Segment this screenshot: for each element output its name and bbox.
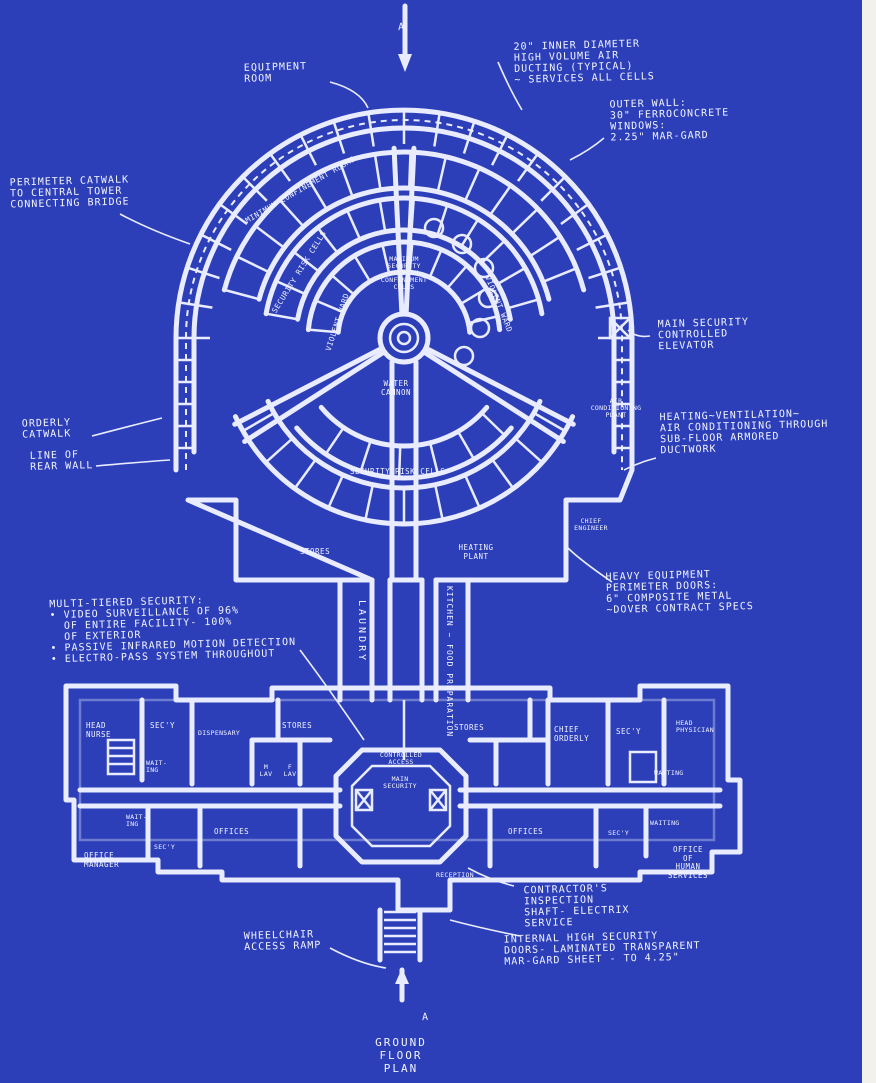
room-air-plant: AIR CONDITIONING PLANT [590,397,642,419]
room-max-security: MAXIMUM SECURITY ~CUSTOM CONFINEMENT CEL… [380,255,428,291]
room-secy-right-low: SEC'Y [608,829,630,837]
room-office-manager: OFFICE MANAGER [84,851,120,869]
room-mlav: M LAV [259,763,273,778]
room-flav: F LAV [283,763,297,778]
room-head-physician: HEAD PHYSICIAN [676,719,714,734]
room-dispensary: DISPENSARY [198,729,241,737]
plan-title: GROUND FLOOR PLAN [375,1036,427,1075]
room-waiting-left-top: WAIT- ING [146,759,168,774]
callout-outer-wall: OUTER WALL: 30" FERROCONCRETE WINDOWS: 2… [609,97,730,144]
room-secy-left-top: SEC'Y [150,721,176,730]
callout-catwalk-bridge: PERIMETER CATWALK TO CENTRAL TOWER CONNE… [9,174,130,211]
section-mark-bottom: A [421,1011,430,1024]
room-human-services: OFFICE OF HUMAN SERVICES [667,845,709,880]
room-waiting-right-low: WAITING [650,819,680,827]
room-heating-plant: HEATING PLANT [458,543,494,561]
callout-equipment-room: EQUIPMENT ROOM [243,61,308,85]
room-chief-engineer: CHIEF ENGINEER [574,517,608,532]
section-markers [395,3,412,1003]
callout-ducting: 20" INNER DIAMETER HIGH VOLUME AIR DUCTI… [513,38,655,86]
administration-wing [63,683,743,963]
room-stores-left: STORES [282,721,313,730]
callout-orderly-catwalk: ORDERLY CATWALK [21,417,72,441]
callout-internal-doors: INTERNAL HIGH SECURITY DOORS- LAMINATED … [503,930,701,968]
room-head-nurse: HEAD NURSE [86,721,112,739]
room-offices-left: OFFICES [214,827,250,836]
room-waiting-right-top: WAITING [654,769,684,777]
callout-rear-wall: LINE OF REAR WALL [29,449,94,473]
callout-perimeter-doors: HEAVY EQUIPMENT PERIMETER DOORS: 6" COMP… [605,569,754,616]
room-controlled-access: CONTROLLED ACCESS [379,751,423,766]
room-laundry: LAUNDRY [356,600,367,664]
room-secy-left-low: SEC'Y [154,843,176,851]
callout-elevator: MAIN SECURITY CONTROLLED ELEVATOR [657,316,750,353]
room-main-security: MAIN SECURITY [383,775,417,790]
room-kitchen: KITCHEN ~ FOOD PREPARATION [445,586,454,738]
room-stores-upper: STORES [300,547,331,556]
room-secy-right-top: SEC'Y [616,727,642,736]
room-water-cannon: WATER CANNON [380,379,412,397]
room-risk-cells-bottom: SECURITY RISK CELLS [350,467,446,476]
room-reception: RECEPTION [436,871,474,879]
callout-contractor-shaft: CONTRACTOR'S INSPECTION SHAFT- ELECTRIX … [523,883,630,930]
callout-security-systems: MULTI-TIERED SECURITY: • VIDEO SURVEILLA… [49,595,297,666]
connector-corridors [337,577,471,760]
circular-cell-block [173,107,635,583]
callout-wheelchair-ramp: WHEELCHAIR ACCESS RAMP [243,929,322,954]
callout-leaders [91,61,657,969]
section-mark-top: A [397,21,406,34]
callout-hvac: HEATING~VENTILATION~ AIR CONDITIONING TH… [659,408,829,457]
room-offices-right: OFFICES [508,827,544,836]
room-stores-right: STORES [454,723,485,732]
room-chief-orderly: CHIEF ORDERLY [554,725,590,743]
room-waiting-left-low: WAIT- ING [126,813,148,828]
